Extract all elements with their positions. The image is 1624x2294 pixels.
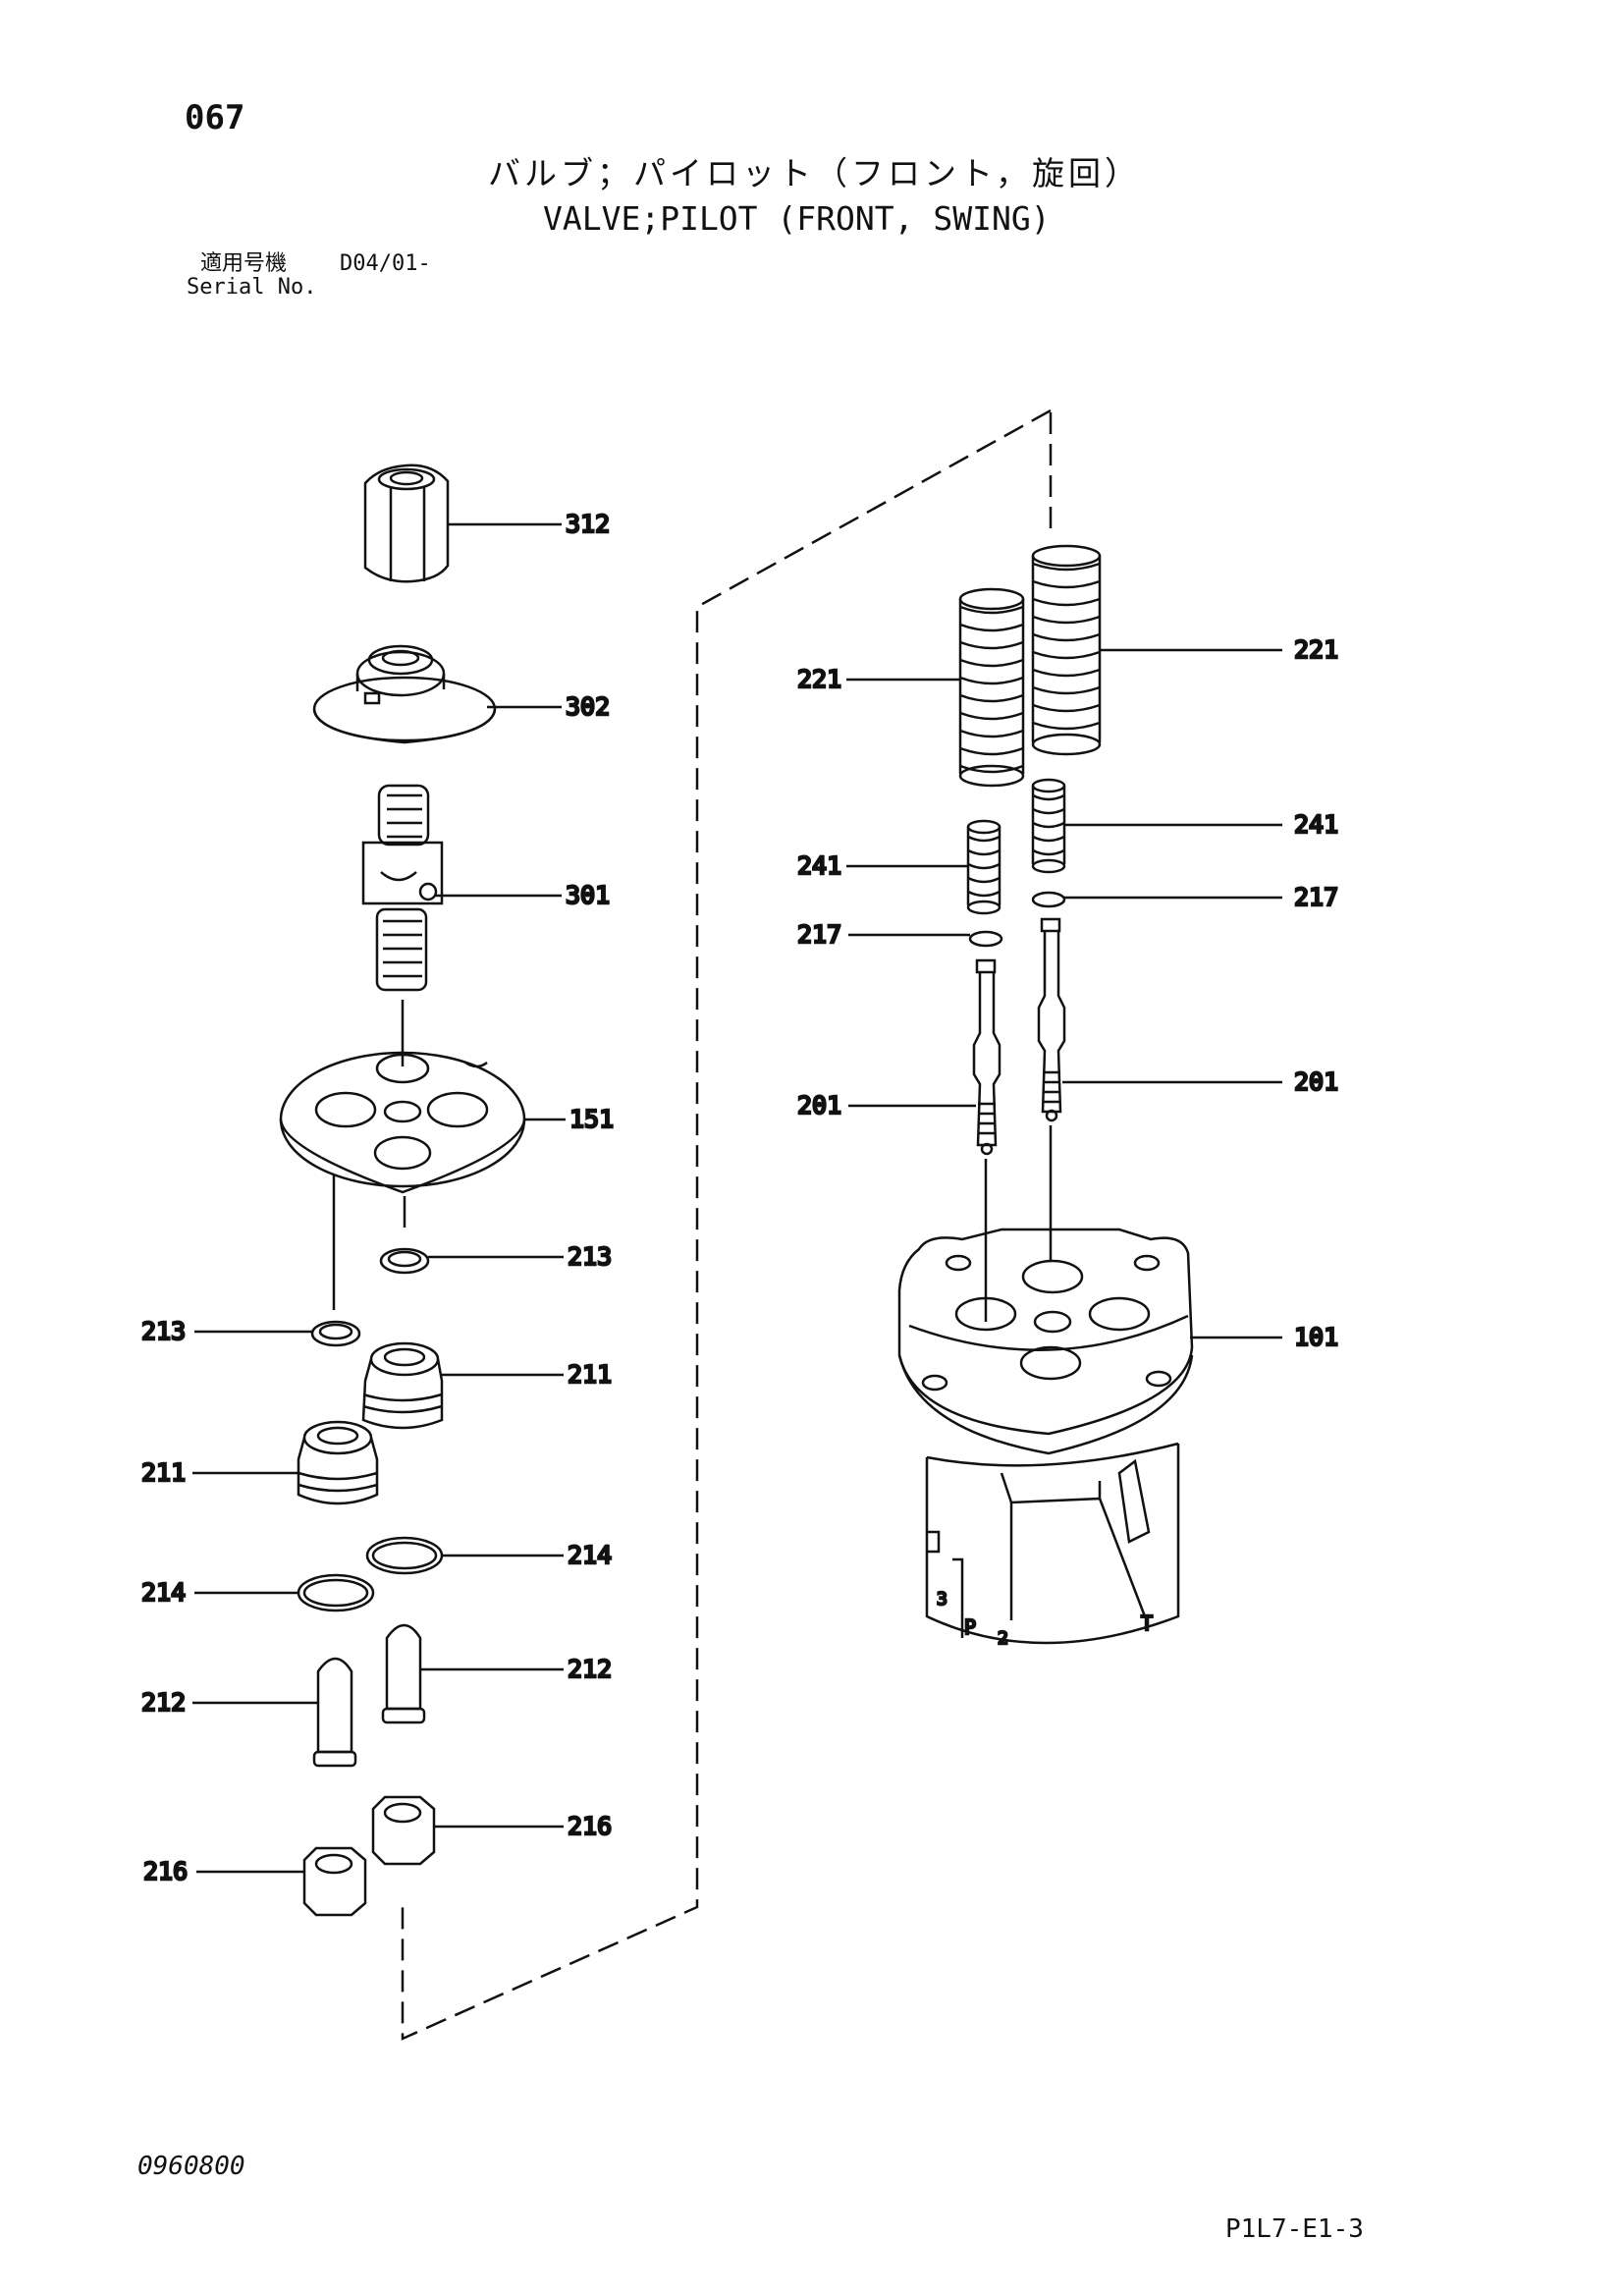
part-213-seal-ring-upper [379,1247,564,1275]
label-212-upper: 212 [568,1655,612,1683]
part-216-nut-upper [371,1795,564,1866]
label-216-lower: 216 [143,1857,188,1885]
document-code: 0960800 [137,2152,245,2181]
label-201-left: 201 [797,1091,841,1120]
part-213-seal-ring-lower [194,1320,361,1347]
figure-code: P1L7-E1-3 [1225,2214,1364,2244]
part-201-spool-left [848,958,1001,1322]
part-212-plunger-lower [192,1657,357,1768]
label-213-lower: 213 [141,1317,186,1345]
serial-label-english: Serial No. [187,275,317,300]
part-216-nut-lower [196,1846,367,1917]
part-217-washer-left [848,930,1003,948]
label-241-right: 241 [1294,810,1338,839]
label-214-upper: 214 [568,1541,612,1569]
port-mark-p: P [964,1615,976,1639]
part-221-spring-left [846,587,1025,788]
label-221-left: 221 [797,665,841,693]
part-217-washer-right [1031,891,1282,908]
part-101-casing [897,1228,1282,1645]
part-221-spring-right [1031,544,1282,756]
part-211-bushing-upper [361,1341,564,1430]
label-221-right: 221 [1294,635,1338,664]
serial-label-japanese: 適用号機 [200,251,288,276]
label-211-upper: 211 [568,1360,612,1389]
label-302: 302 [566,692,610,721]
part-241-spring-left [846,819,1001,915]
assembly-boundary-dashed [401,409,1052,2041]
part-201-spool-right [1037,917,1282,1261]
label-214-lower: 214 [141,1578,186,1607]
label-151: 151 [569,1105,614,1133]
part-312-hex-coupling [363,464,562,583]
label-213-upper: 213 [568,1242,612,1271]
label-241-left: 241 [797,851,841,880]
part-302-disc-plate [312,644,562,744]
page-number: 067 [185,98,245,137]
part-212-plunger-upper [381,1623,564,1724]
label-217-left: 217 [797,920,841,949]
port-mark-3: 3 [937,1589,947,1610]
part-214-o-ring-lower [194,1573,375,1612]
label-216-upper: 216 [568,1812,612,1840]
part-151-cam-plate [279,1051,566,1310]
serial-code: D04/01- [340,251,431,276]
title-english: VALVE;PILOT (FRONT, SWING) [543,199,1051,238]
part-241-spring-right [1031,778,1282,874]
label-212-lower: 212 [141,1688,186,1717]
label-312: 312 [566,510,610,538]
label-201-right: 201 [1294,1067,1338,1096]
label-211-lower: 211 [141,1458,186,1487]
port-mark-t: T [1141,1611,1153,1635]
part-214-o-ring-upper [365,1536,564,1575]
title-japanese: バルブ；パイロット（フロント，旋回） [488,154,1142,192]
part-301-universal-joint [361,784,562,1066]
port-mark-2: 2 [998,1628,1008,1649]
label-217-right: 217 [1294,883,1338,911]
label-101: 101 [1294,1323,1338,1351]
label-301: 301 [566,881,610,909]
part-211-bushing-lower [192,1420,379,1505]
